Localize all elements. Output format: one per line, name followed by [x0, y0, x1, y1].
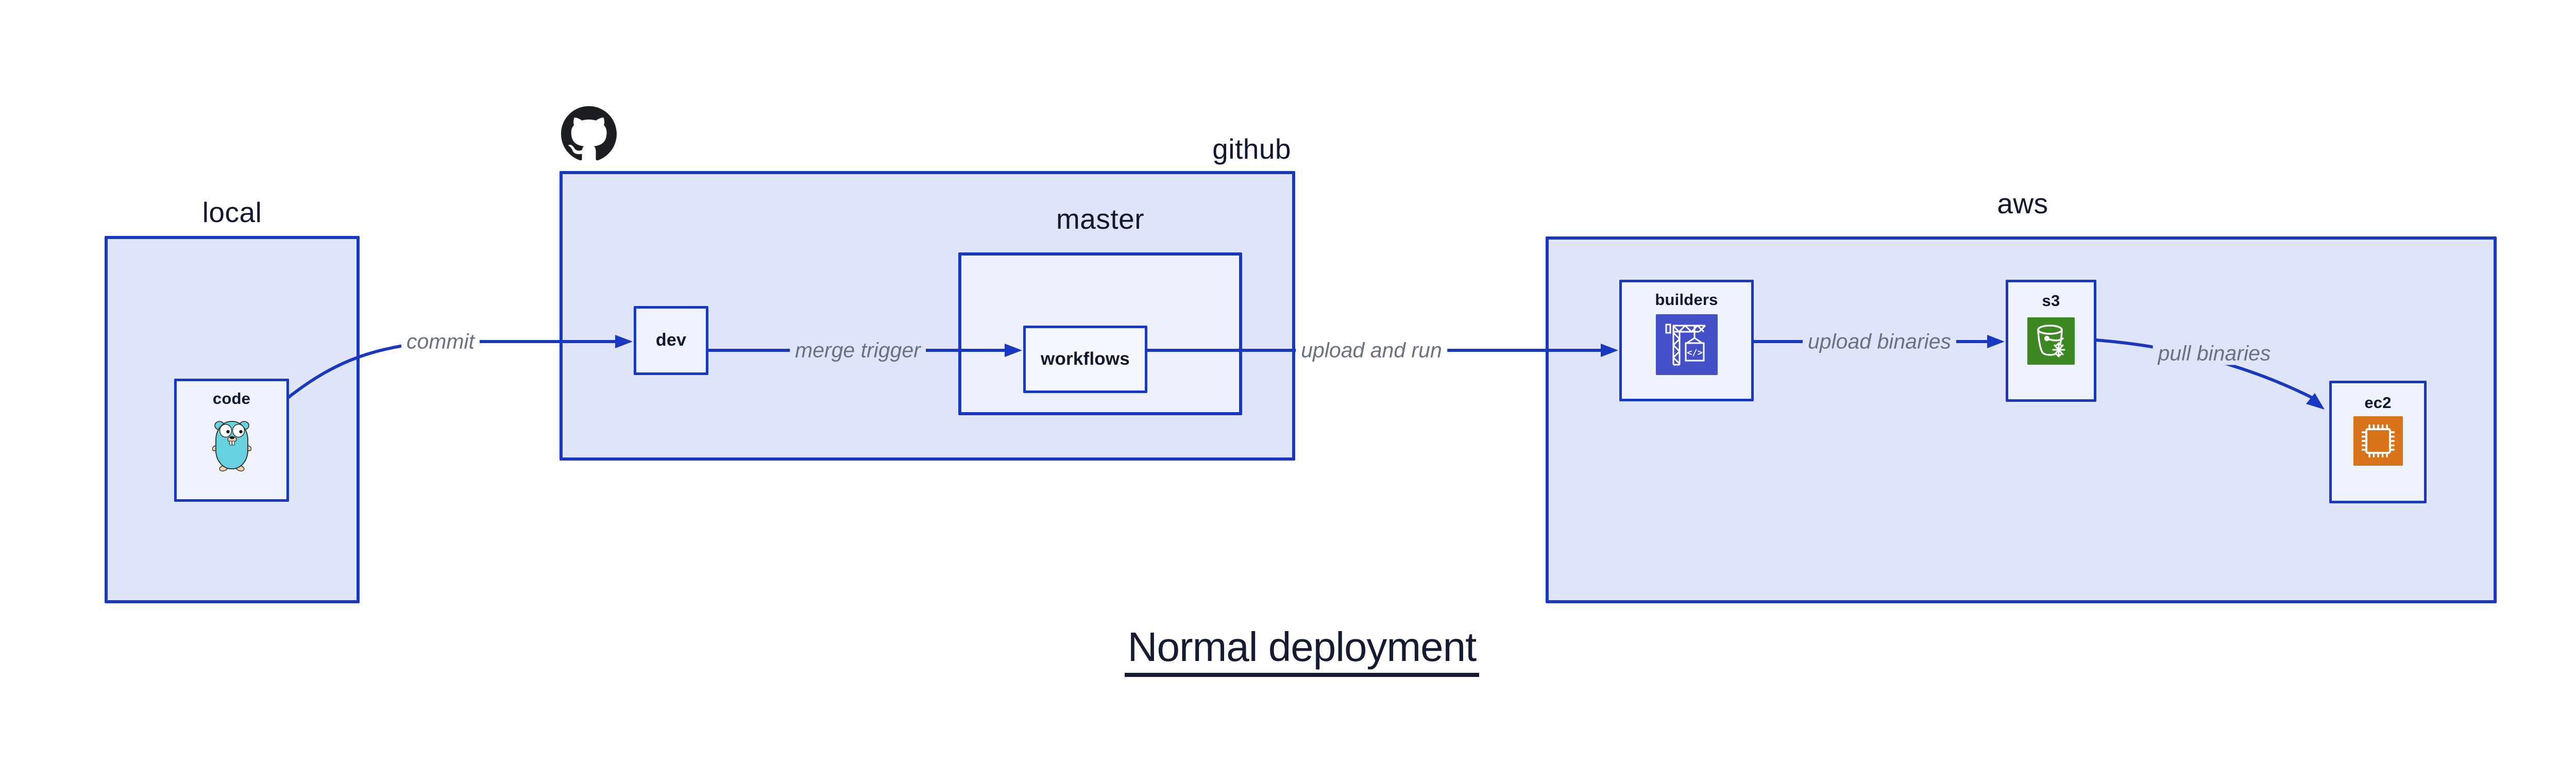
diagram-title: Normal deployment [0, 624, 2576, 677]
ec2-node-label: ec2 [2364, 394, 2392, 412]
upload-binaries-arrow-label: upload binaries [1802, 330, 1957, 353]
merge-trigger-arrow-label: merge trigger [790, 338, 926, 362]
code-node: code [174, 379, 289, 502]
svg-text:</>: </> [1687, 348, 1703, 358]
diagram-title-text: Normal deployment [1124, 624, 1480, 677]
dev-node-label: dev [655, 330, 687, 350]
master-group-label: master [1056, 203, 1145, 235]
workflows-node: workflows [1023, 326, 1147, 393]
go-gopher-icon [212, 420, 251, 471]
s3-bucket-snowflake-icon [2027, 317, 2075, 365]
builders-node: builders </> [1619, 280, 1754, 401]
upload-and-run-arrow-label: upload and run [1296, 338, 1447, 362]
builders-node-label: builders [1655, 291, 1718, 309]
ec2-node: ec2 [2329, 381, 2427, 503]
code-node-label: code [212, 389, 251, 408]
commit-arrow-label: commit [401, 330, 480, 353]
github-logo-icon [561, 106, 617, 161]
s3-node: s3 [2006, 280, 2096, 402]
aws-group-label: aws [1997, 188, 2048, 219]
ec2-chip-icon [2353, 416, 2403, 466]
codebuild-crane-icon: </> [1655, 314, 1718, 375]
s3-node-label: s3 [2042, 292, 2060, 310]
github-group-label: github [1212, 133, 1291, 165]
workflows-node-label: workflows [1041, 349, 1130, 369]
pull-binaries-arrow-label: pull binaries [2153, 342, 2276, 365]
dev-node: dev [634, 306, 708, 375]
local-group-label: local [202, 196, 262, 228]
